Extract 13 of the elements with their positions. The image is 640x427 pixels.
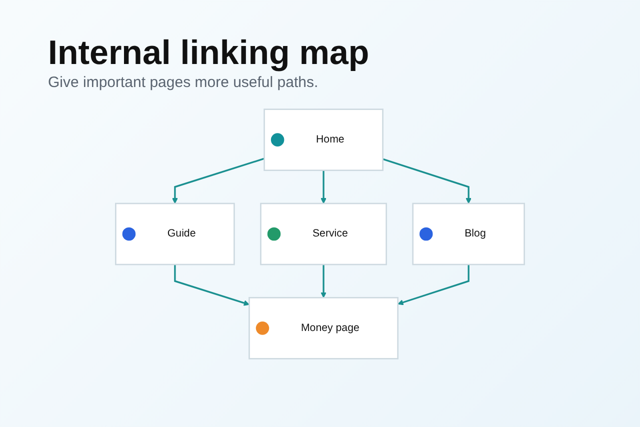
page-node: Money page [248, 297, 398, 360]
arrow [172, 158, 265, 204]
arrow [174, 264, 250, 306]
page-node: Home [264, 108, 384, 171]
arrow [320, 170, 326, 204]
title: Internal linking map [48, 34, 370, 73]
arrow [398, 264, 470, 306]
page-node: Service [260, 202, 387, 266]
page-node: Guide [115, 202, 235, 266]
arrow [382, 158, 472, 204]
subtitle: Give important pages more useful paths. [48, 74, 318, 91]
page-node: Blog [412, 202, 525, 266]
arrow [320, 264, 326, 298]
